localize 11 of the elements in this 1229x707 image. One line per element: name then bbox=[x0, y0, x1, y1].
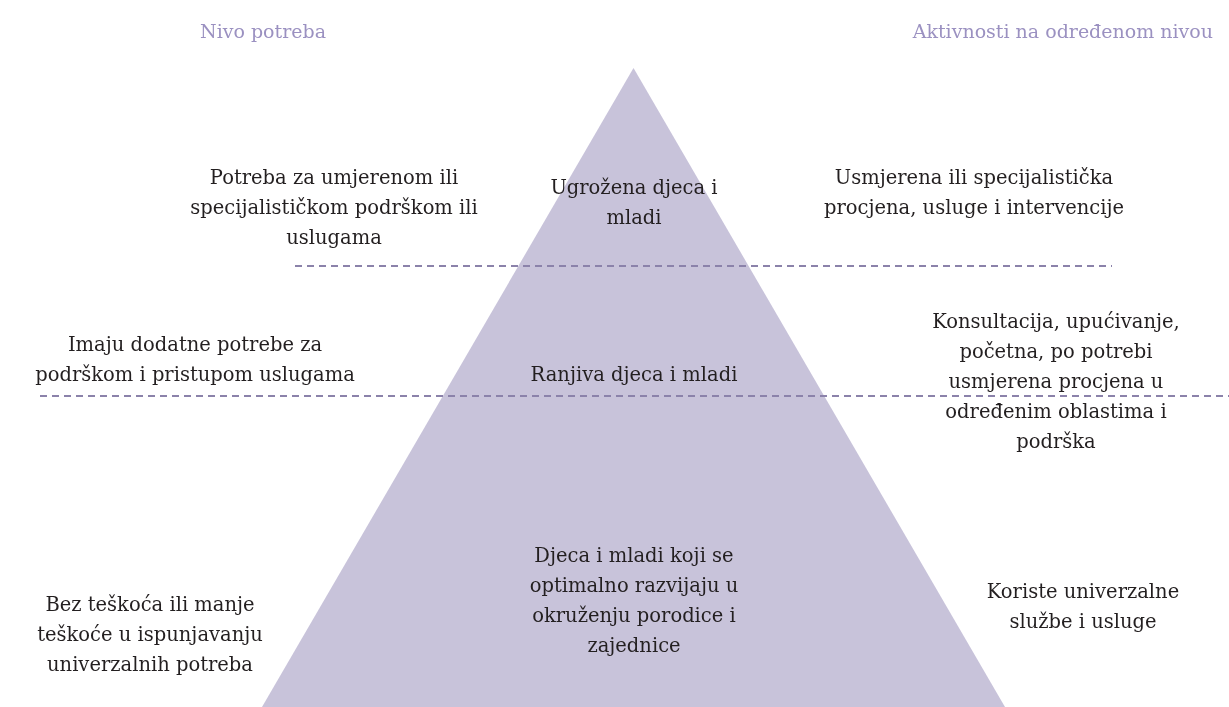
level-label: Ugrožena djeca i mladi bbox=[549, 175, 719, 231]
description-text: Konsultacija, upućivanje, početna, po potrebi usmjerena procjena u određenim oblastima i podrška bbox=[931, 309, 1181, 455]
description-text: Bez teškoća ili manje teškoće u ispunjavanju univerzalnih potreba bbox=[36, 592, 264, 678]
description-text: Usmjerena ili specijalistička procjena, usluge i intervencije bbox=[823, 165, 1125, 221]
level-label: Djeca i mladi koji se optimalno razvijaju u okruženju porodice i zajednice bbox=[528, 543, 740, 659]
description-text: Imaju dodatne potrebe za podrškom i pristupom uslugama bbox=[34, 332, 356, 388]
level-label: Ranjiva djeca i mladi bbox=[529, 362, 739, 388]
column-header: Nivo potreba bbox=[200, 20, 326, 42]
column-header: Aktivnosti na određenom nivou bbox=[912, 20, 1213, 42]
description-text: Koriste univerzalne službe i usluge bbox=[985, 579, 1181, 635]
description-text: Potreba za umjerenom ili specijalističkom podrškom ili uslugama bbox=[189, 165, 479, 251]
